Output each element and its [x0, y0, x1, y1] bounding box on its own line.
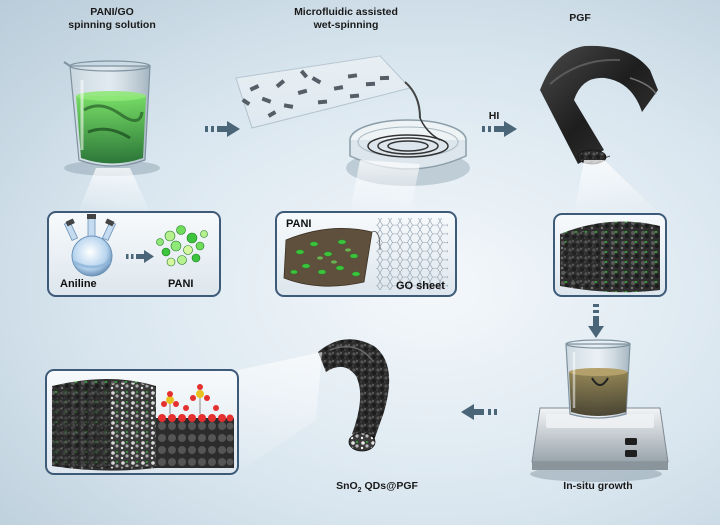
hotplate-beaker [530, 339, 669, 482]
callout-funnel [238, 352, 322, 472]
arrow-right-hi [482, 121, 517, 137]
callout-funnel [78, 168, 150, 212]
box2-pani-label: PANI [286, 218, 312, 230]
box1-pani-label: PANI [168, 278, 194, 290]
step5-label-suffix: QDs@PGF [361, 480, 418, 492]
box-sno2-surface [45, 369, 239, 475]
step5-label-prefix: SnO [336, 480, 358, 492]
step1-label-line2: spinning solution [68, 19, 156, 31]
box-aniline-to-pani [47, 211, 221, 297]
step1-label: PANI/GO spinning solution [64, 6, 160, 32]
pgf-fiber [540, 45, 658, 165]
step5-label-subscript: 2 [357, 487, 362, 495]
step3-label: PGF [569, 12, 591, 24]
callout-funnel [350, 160, 420, 212]
arrow-right-1 [205, 121, 240, 137]
atomic-lattice [156, 384, 234, 468]
arrow-down [588, 304, 604, 338]
box-pgf-cross-section [553, 213, 667, 297]
step2-label-line1: Microfluidic assisted [294, 6, 398, 18]
step4-label: In-situ growth [563, 480, 633, 492]
step1-label-line1: PANI/GO [90, 6, 134, 18]
arrow-left [461, 404, 497, 420]
step5-label: SnO2 QDs@PGF [322, 480, 432, 497]
three-neck-flask-icon [63, 214, 117, 277]
knob-icon [625, 450, 637, 457]
knob-icon [625, 438, 637, 445]
step2-label: Microfluidic assisted wet-spinning [286, 6, 406, 32]
box1-aniline-label: Aniline [60, 278, 97, 290]
box-pani-go-sheet [275, 211, 457, 297]
sno2-qds-pgf-fiber [318, 339, 390, 452]
beaker-spinning-solution [63, 60, 160, 176]
go-sheet-lattice [376, 218, 448, 290]
arrow-hi-label: HI [488, 110, 500, 122]
box2-go-sheet-label: GO sheet [396, 280, 445, 292]
pani-particles [156, 225, 208, 267]
microfluidic-channel [235, 55, 421, 129]
step2-label-line2: wet-spinning [313, 19, 379, 31]
callout-funnel [574, 160, 660, 214]
